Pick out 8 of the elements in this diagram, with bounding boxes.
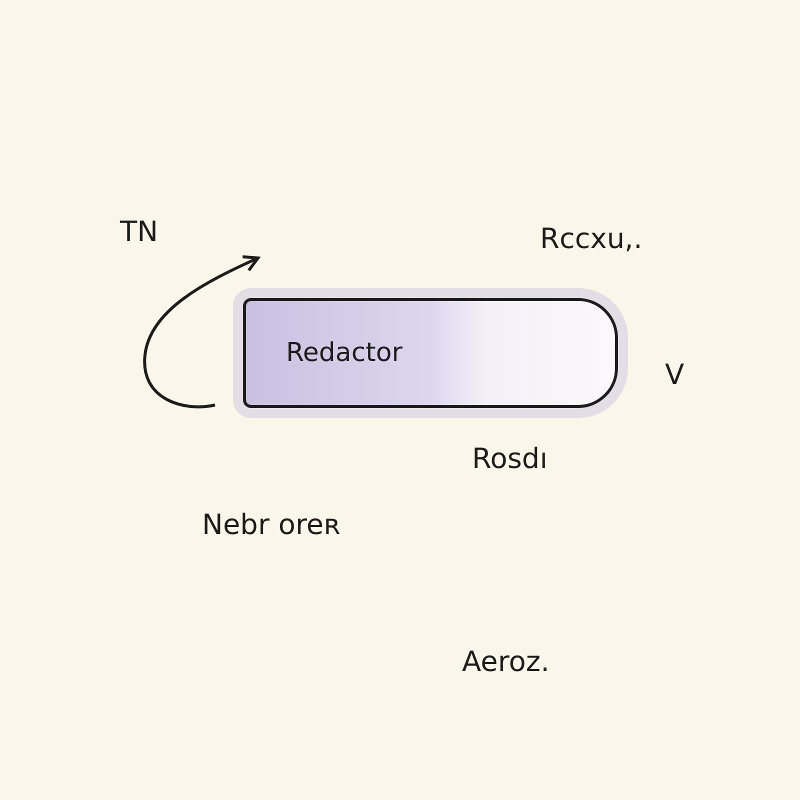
handwritten-label: Aeroz. <box>462 645 550 678</box>
handwritten-label: V <box>665 358 684 391</box>
handwritten-label: Rosdı <box>472 442 548 475</box>
handwritten-label: Nebr oreʀ <box>202 508 341 541</box>
box-label: Redactor <box>286 338 402 368</box>
handwritten-label: TN <box>120 215 158 248</box>
handwritten-label: Rccxu,. <box>540 222 642 255</box>
rounded-box <box>243 298 618 408</box>
